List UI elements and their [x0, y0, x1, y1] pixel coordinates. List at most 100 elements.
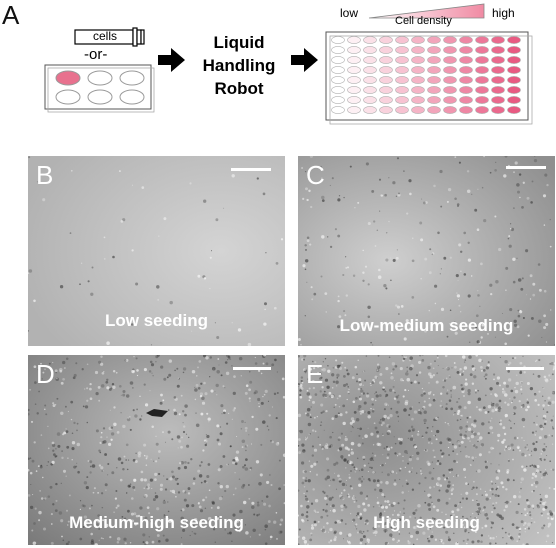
robot-line-3: Robot — [214, 79, 264, 98]
well — [363, 46, 377, 54]
well — [491, 96, 505, 104]
six-well-plate-icon — [44, 64, 155, 113]
caption-c: Low-medium seeding — [339, 316, 514, 335]
well — [443, 36, 457, 44]
well — [411, 56, 425, 64]
well — [443, 56, 457, 64]
well — [507, 86, 521, 94]
well — [363, 36, 377, 44]
well — [331, 96, 345, 104]
well — [475, 36, 489, 44]
well — [475, 66, 489, 74]
well — [379, 46, 393, 54]
well — [491, 76, 505, 84]
well — [347, 106, 361, 114]
well — [491, 36, 505, 44]
robot-line-1: Liquid — [213, 33, 265, 52]
well — [347, 66, 361, 74]
well — [427, 76, 441, 84]
panel-d-letter: D — [36, 359, 55, 389]
well — [459, 86, 473, 94]
arrow-right-icon — [158, 48, 185, 72]
micrograph-e: E High seeding — [298, 355, 555, 545]
well — [347, 56, 361, 64]
well — [395, 106, 409, 114]
micrograph-texture — [298, 156, 555, 346]
well — [507, 106, 521, 114]
well — [379, 96, 393, 104]
well — [507, 76, 521, 84]
well — [427, 46, 441, 54]
tube-label: cells — [93, 29, 118, 43]
robot-label: Liquid Handling Robot — [190, 31, 288, 100]
well — [331, 106, 345, 114]
well — [475, 96, 489, 104]
well — [427, 86, 441, 94]
well — [379, 66, 393, 74]
well — [379, 56, 393, 64]
well — [411, 36, 425, 44]
well — [379, 106, 393, 114]
well — [475, 46, 489, 54]
well — [459, 76, 473, 84]
micrograph-b: B Low seeding — [28, 156, 285, 346]
well — [395, 76, 409, 84]
well — [331, 36, 345, 44]
well — [411, 66, 425, 74]
well — [347, 96, 361, 104]
caption-d: Medium-high seeding — [69, 513, 244, 532]
micrograph-d: D Medium-high seeding — [28, 355, 285, 545]
density-high-label: high — [492, 6, 515, 20]
well — [427, 56, 441, 64]
density-low-label: low — [340, 6, 359, 20]
micrograph-texture — [28, 156, 285, 346]
micrograph-texture — [298, 355, 555, 545]
well — [347, 86, 361, 94]
well — [475, 56, 489, 64]
well — [331, 46, 345, 54]
well — [507, 36, 521, 44]
micrograph-texture — [28, 355, 285, 545]
scale-bar — [506, 166, 546, 169]
well — [379, 76, 393, 84]
well — [459, 36, 473, 44]
well — [363, 96, 377, 104]
well — [443, 76, 457, 84]
well — [331, 56, 345, 64]
density-gradient-wedge — [368, 3, 485, 19]
well — [491, 66, 505, 74]
arrow-right-icon — [291, 48, 318, 72]
well — [459, 66, 473, 74]
well — [347, 46, 361, 54]
well — [347, 76, 361, 84]
well — [331, 76, 345, 84]
caption-b: Low seeding — [105, 311, 208, 330]
well — [491, 46, 505, 54]
panel-a-letter: A — [2, 0, 20, 30]
well — [395, 86, 409, 94]
well — [379, 86, 393, 94]
well — [507, 66, 521, 74]
well — [363, 56, 377, 64]
well — [411, 106, 425, 114]
panel-e-letter: E — [306, 359, 324, 389]
well — [443, 46, 457, 54]
well — [395, 36, 409, 44]
well — [411, 46, 425, 54]
well — [379, 36, 393, 44]
well — [363, 66, 377, 74]
robot-line-2: Handling — [202, 56, 276, 75]
well — [427, 36, 441, 44]
well — [491, 86, 505, 94]
well — [459, 96, 473, 104]
well — [395, 96, 409, 104]
well — [347, 36, 361, 44]
well — [331, 66, 345, 74]
well — [459, 56, 473, 64]
well — [443, 96, 457, 104]
scale-bar — [233, 367, 271, 370]
well — [395, 66, 409, 74]
well — [443, 86, 457, 94]
well — [507, 96, 521, 104]
cell-tube-icon — [74, 27, 145, 47]
